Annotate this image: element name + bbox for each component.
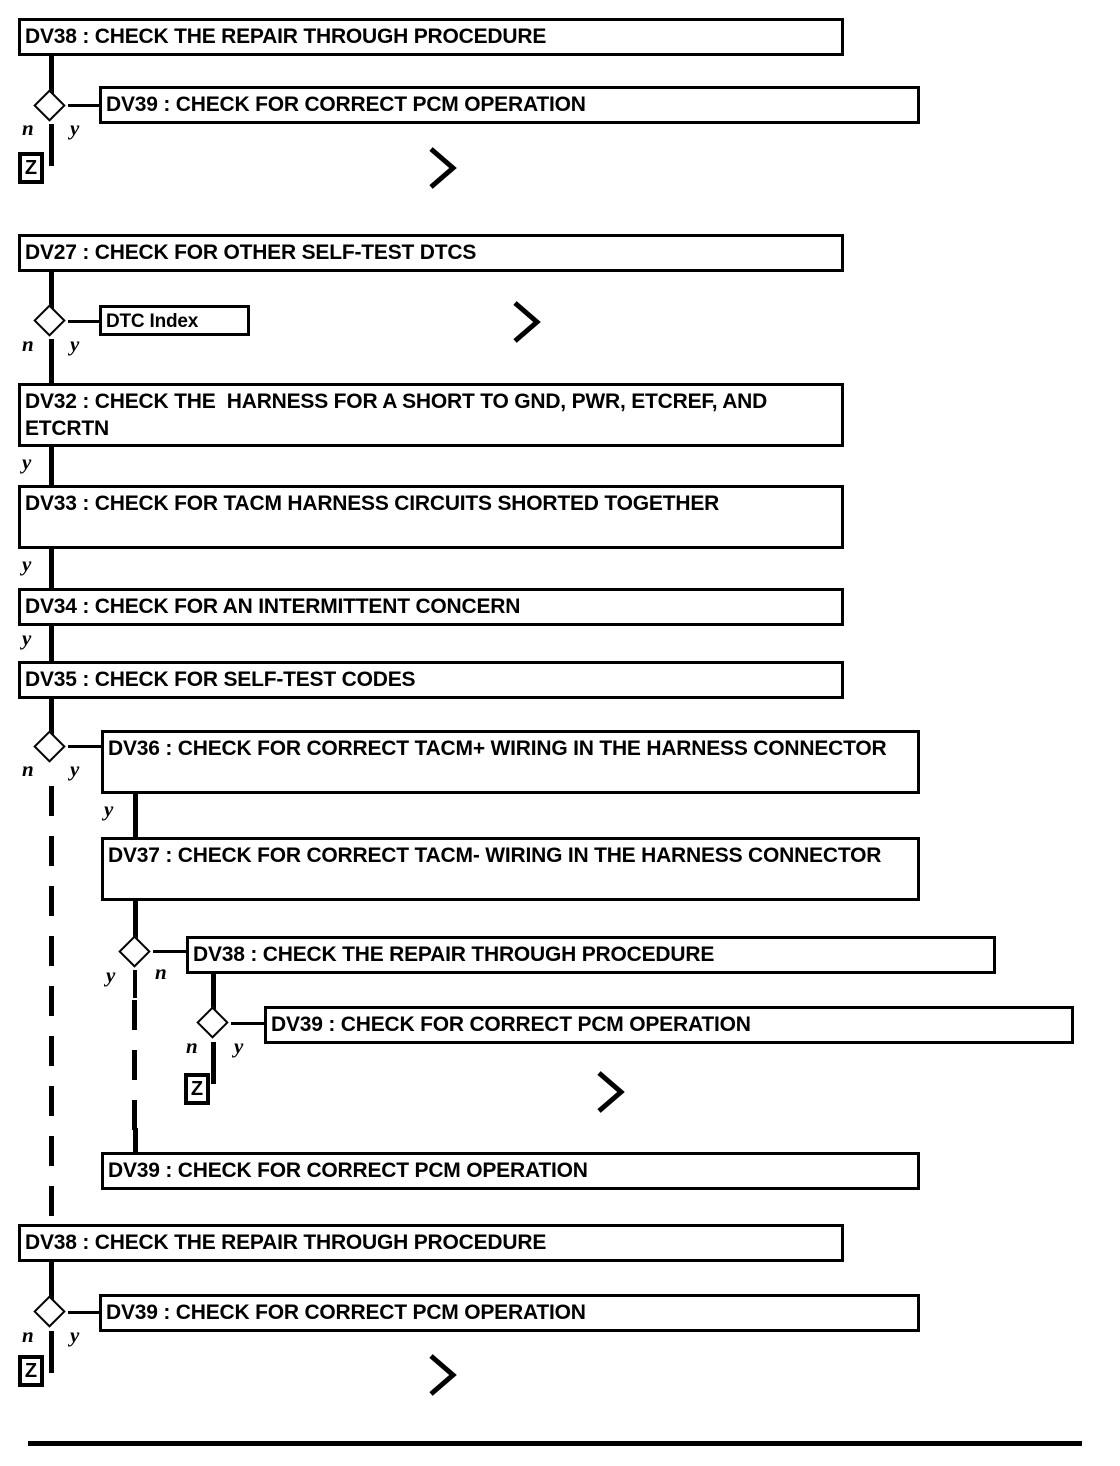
branch-label-dv36-y: y (104, 797, 114, 821)
branch-label-d6-n: n (22, 1323, 34, 1347)
process-node-dtc-index[interactable]: DTC Index (99, 305, 250, 336)
decision-diamond-1[interactable] (32, 88, 68, 124)
terminal-marker-z-3[interactable]: Z (18, 1355, 44, 1387)
terminal-marker-z-1[interactable]: Z (18, 152, 44, 184)
offpage-connector-icon-3[interactable] (596, 1070, 626, 1114)
connector-dv37-down (133, 901, 138, 941)
connector-d1-no-down (49, 124, 54, 166)
connector-d1-yes (68, 104, 102, 107)
branch-label-d6-y: y (70, 1323, 80, 1347)
decision-diamond-4[interactable] (117, 934, 153, 970)
process-node-dv34[interactable]: DV34 : CHECK FOR AN INTERMITTENT CONCERN (18, 588, 844, 626)
branch-label-d2-y: y (70, 332, 80, 356)
branch-label-d3-n: n (22, 757, 34, 781)
decision-diamond-3[interactable] (32, 729, 68, 765)
branch-label-d2-n: n (22, 332, 34, 356)
branch-label-dv32-y: y (22, 450, 32, 474)
process-node-dv36[interactable]: DV36 : CHECK FOR CORRECT TACM+ WIRING IN… (101, 730, 920, 794)
connector-d2-no-down (49, 339, 54, 383)
connector-d5-no-down (211, 1042, 216, 1084)
connector-dv36-down (133, 794, 138, 838)
connector-d4-yes-into-dv39 (133, 1128, 138, 1153)
connector-dv33-down (49, 549, 54, 589)
process-node-dv39-bottom[interactable]: DV39 : CHECK FOR CORRECT PCM OPERATION (99, 1294, 920, 1332)
process-node-dv39-rejoin[interactable]: DV39 : CHECK FOR CORRECT PCM OPERATION (101, 1152, 920, 1190)
decision-diamond-6[interactable] (32, 1294, 68, 1330)
offpage-connector-icon-2[interactable] (512, 300, 542, 344)
connector-d6-yes (68, 1311, 102, 1314)
connector-d4-yes-down (133, 970, 137, 998)
terminal-marker-z-2[interactable]: Z (184, 1073, 210, 1105)
branch-label-d4-n: n (155, 960, 167, 984)
branch-label-d4-y: y (106, 963, 116, 987)
offpage-connector-icon-1[interactable] (428, 146, 458, 190)
connector-d2-yes (68, 320, 102, 323)
branch-label-d1-y: y (70, 116, 80, 140)
connector-dv38-bottom-down (49, 1262, 54, 1300)
connector-d3-no-dashed-trunk (49, 786, 54, 1241)
page-bottom-rule (28, 1441, 1082, 1446)
branch-label-d3-y: y (70, 757, 80, 781)
branch-label-d1-n: n (22, 116, 34, 140)
connector-dv35-down (49, 699, 54, 737)
connector-dv38-top-down (49, 56, 54, 94)
connector-dv38-nested-down (211, 974, 216, 1010)
process-node-dv38-nested[interactable]: DV38 : CHECK THE REPAIR THROUGH PROCEDUR… (186, 936, 996, 974)
process-node-dv38-bottom[interactable]: DV38 : CHECK THE REPAIR THROUGH PROCEDUR… (18, 1224, 844, 1262)
connector-dv34-down (49, 626, 54, 662)
process-node-dv32[interactable]: DV32 : CHECK THE HARNESS FOR A SHORT TO … (18, 383, 844, 447)
connector-d4-yes-dashed (132, 1000, 137, 1140)
connector-d4-no (153, 950, 189, 953)
connector-d5-yes (231, 1022, 267, 1025)
process-node-dv37[interactable]: DV37 : CHECK FOR CORRECT TACM- WIRING IN… (101, 837, 920, 901)
process-node-dv39-nested[interactable]: DV39 : CHECK FOR CORRECT PCM OPERATION (264, 1006, 1074, 1044)
process-node-dv39-top[interactable]: DV39 : CHECK FOR CORRECT PCM OPERATION (99, 86, 920, 124)
offpage-connector-icon-4[interactable] (428, 1353, 458, 1397)
connector-dv32-down (49, 447, 54, 485)
connector-d3-yes (68, 745, 104, 748)
connector-dv27-down (49, 272, 54, 310)
decision-diamond-5[interactable] (195, 1005, 231, 1041)
branch-label-d5-y: y (234, 1034, 244, 1058)
process-node-dv33[interactable]: DV33 : CHECK FOR TACM HARNESS CIRCUITS S… (18, 485, 844, 549)
decision-diamond-2[interactable] (32, 303, 68, 339)
connector-d6-no-down (49, 1331, 54, 1373)
branch-label-dv34-y: y (22, 626, 32, 650)
branch-label-dv33-y: y (22, 552, 32, 576)
process-node-dv35[interactable]: DV35 : CHECK FOR SELF-TEST CODES (18, 661, 844, 699)
process-node-dv38-top[interactable]: DV38 : CHECK THE REPAIR THROUGH PROCEDUR… (18, 18, 844, 56)
branch-label-d5-n: n (186, 1034, 198, 1058)
process-node-dv27[interactable]: DV27 : CHECK FOR OTHER SELF-TEST DTCS (18, 234, 844, 272)
